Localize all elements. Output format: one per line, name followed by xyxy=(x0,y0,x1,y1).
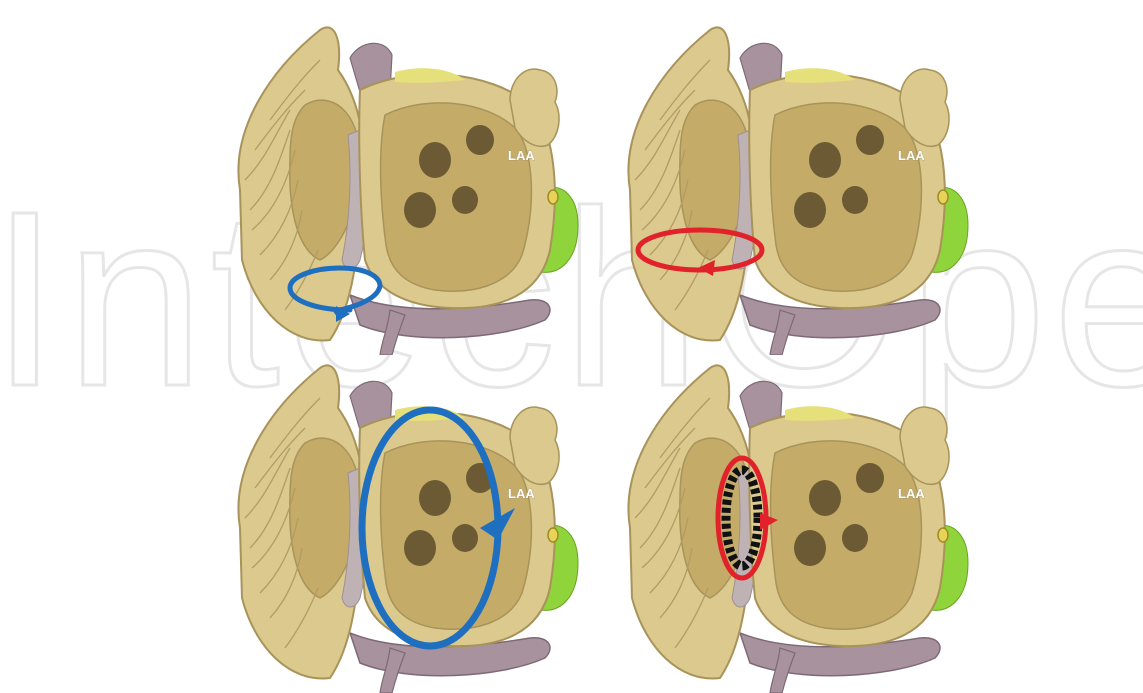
laa-label: LAA xyxy=(508,148,535,163)
panel-bottom-left: LAA xyxy=(190,348,620,693)
panel-bottom-right: LAA xyxy=(580,348,1010,693)
laa-label: LAA xyxy=(898,486,925,501)
panel-top-right: LAA xyxy=(580,10,1010,355)
panel-top-left: LAA xyxy=(190,10,620,355)
laa-label: LAA xyxy=(508,486,535,501)
laa-label: LAA xyxy=(898,148,925,163)
